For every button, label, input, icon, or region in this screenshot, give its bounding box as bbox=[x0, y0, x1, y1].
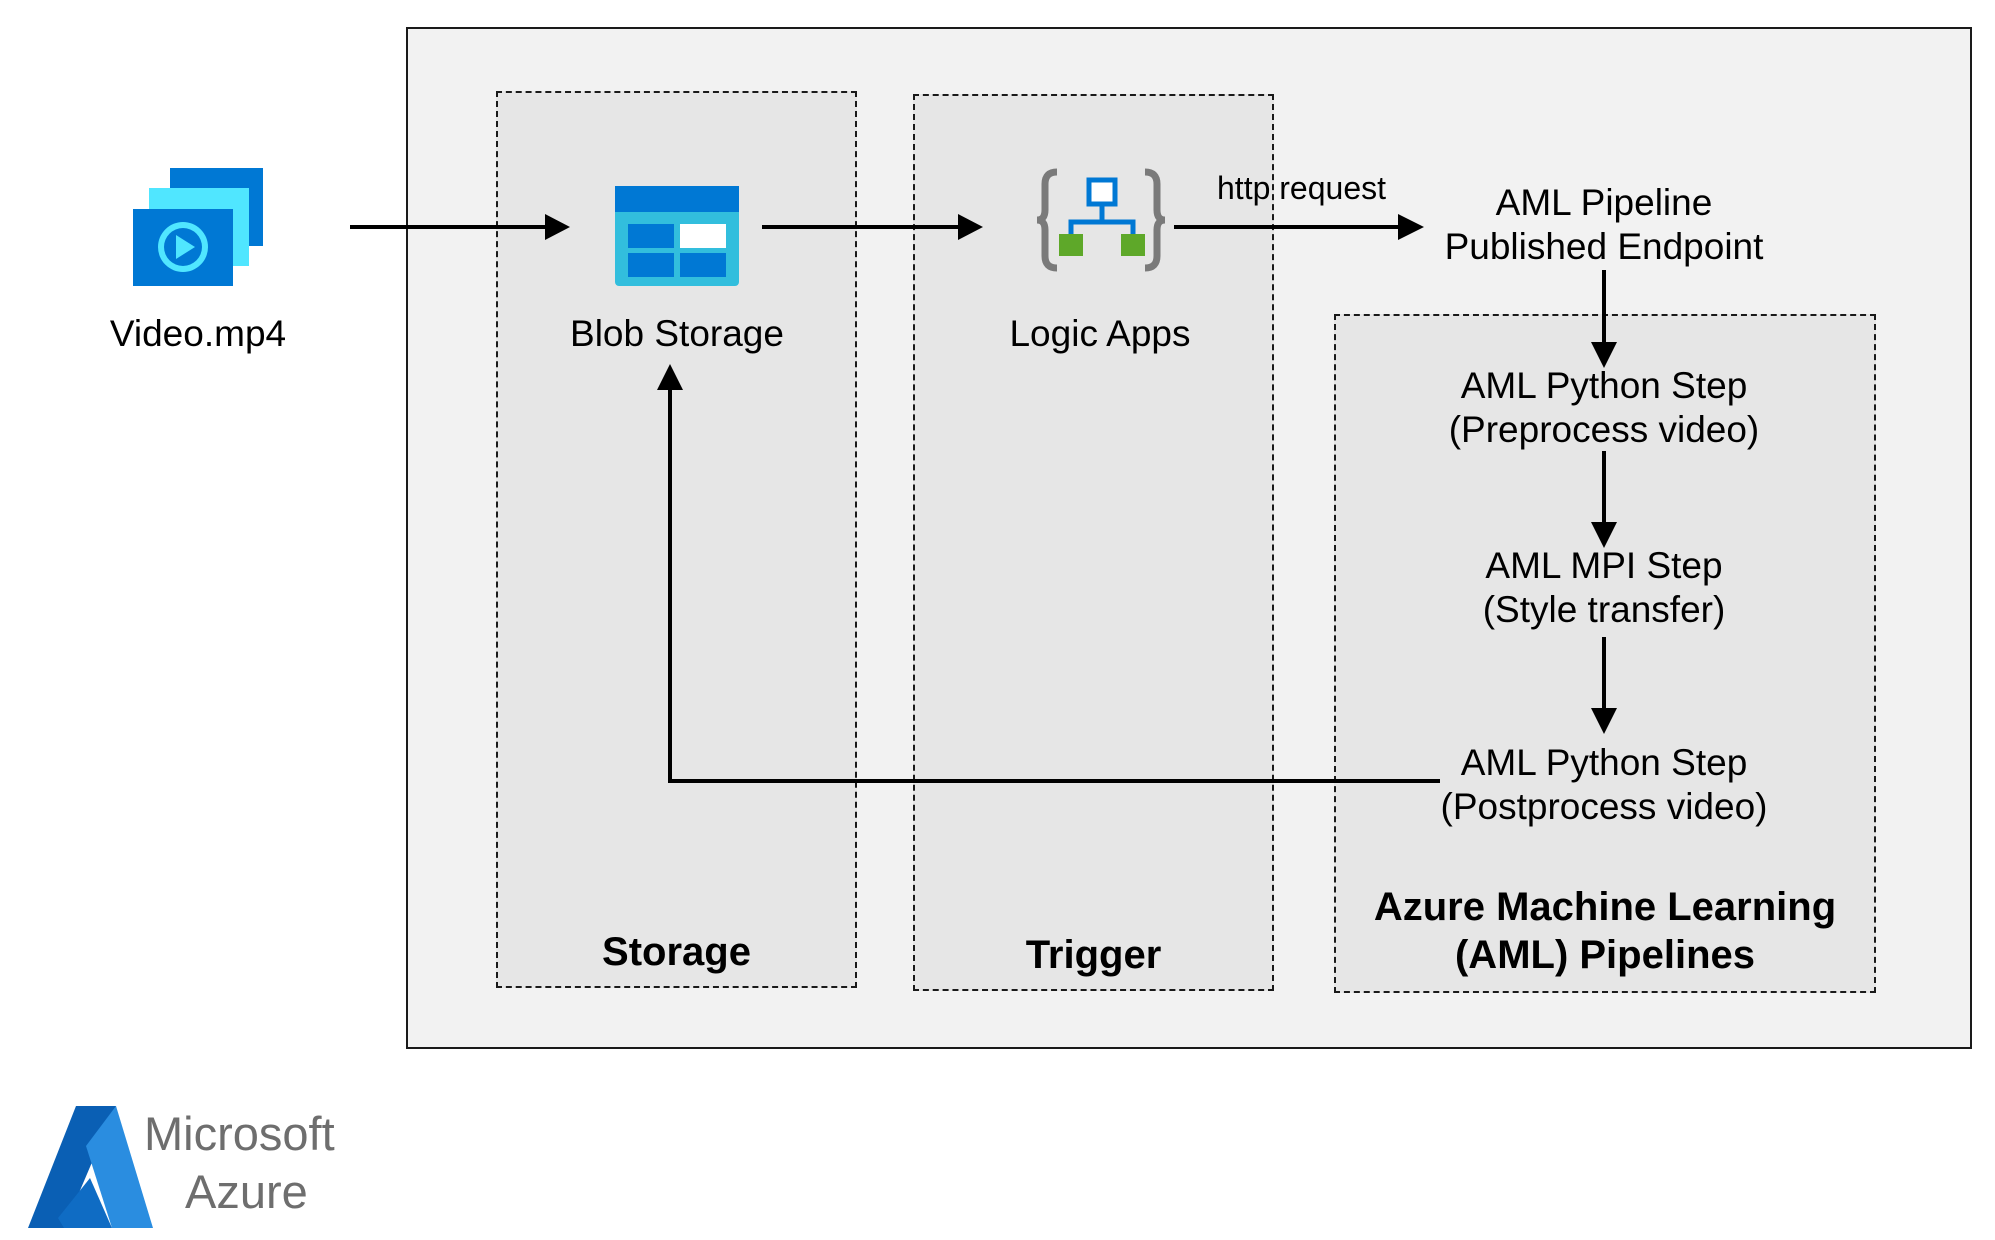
video-icon bbox=[133, 168, 263, 291]
arrow-postprocess-to-blob bbox=[668, 387, 1440, 783]
http-request-label: http request bbox=[1217, 170, 1386, 206]
mpi-step-line2: (Style transfer) bbox=[1482, 589, 1726, 630]
blob-storage-icon bbox=[615, 186, 739, 291]
preprocess-step-line1: AML Python Step bbox=[1460, 365, 1748, 406]
logic-apps-icon bbox=[1036, 168, 1166, 277]
preprocess-step-line2: (Preprocess video) bbox=[1448, 409, 1760, 450]
aml-endpoint-line2: Published Endpoint bbox=[1444, 226, 1764, 267]
trigger-group bbox=[913, 94, 1274, 991]
mpi-step-node: AML MPI Step (Style transfer) bbox=[1404, 544, 1804, 632]
aml-group-title-line2: (AML) Pipelines bbox=[1454, 933, 1756, 977]
mpi-step-line1: AML MPI Step bbox=[1485, 545, 1723, 586]
azure-logo-text-line1: Microsoft bbox=[144, 1107, 335, 1160]
postprocess-step-line1: AML Python Step bbox=[1460, 742, 1748, 783]
postprocess-step-node: AML Python Step (Postprocess video) bbox=[1404, 741, 1804, 829]
video-file-label: Video.mp4 bbox=[109, 313, 287, 354]
storage-group-title: Storage bbox=[602, 930, 751, 974]
azure-logo-text-line2: Azure bbox=[185, 1165, 308, 1218]
aml-group-title-line1: Azure Machine Learning bbox=[1373, 885, 1837, 929]
trigger-group-title: Trigger bbox=[1025, 933, 1162, 977]
aml-endpoint-node: AML Pipeline Published Endpoint bbox=[1404, 181, 1804, 269]
azure-logo-icon bbox=[28, 1106, 153, 1233]
blob-storage-label: Blob Storage bbox=[570, 313, 784, 354]
logic-apps-label: Logic Apps bbox=[1009, 313, 1191, 354]
aml-endpoint-line1: AML Pipeline bbox=[1495, 182, 1713, 223]
aml-group-title: Azure Machine Learning (AML) Pipelines bbox=[1334, 883, 1876, 979]
postprocess-step-line2: (Postprocess video) bbox=[1440, 786, 1768, 827]
preprocess-step-node: AML Python Step (Preprocess video) bbox=[1404, 364, 1804, 452]
